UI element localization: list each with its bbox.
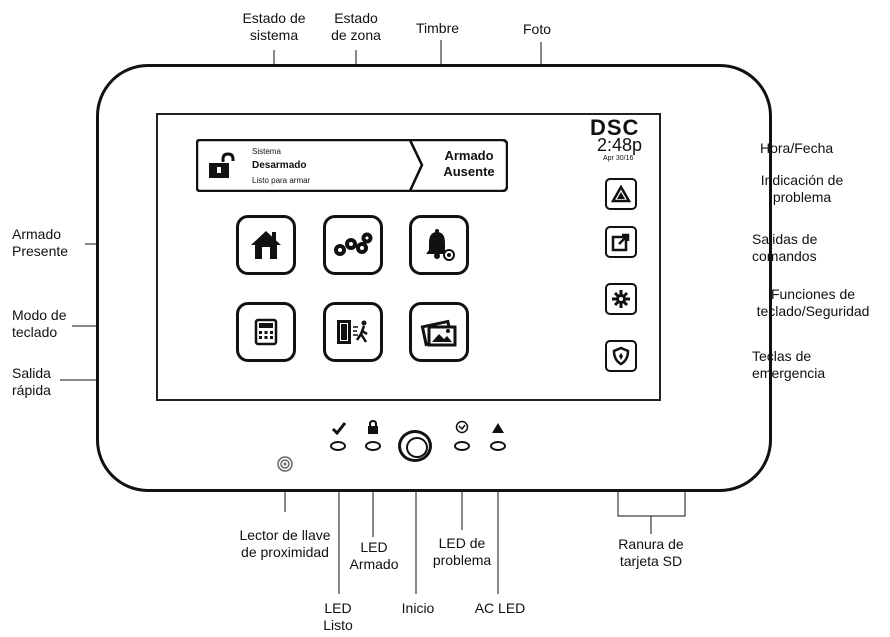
keypad-functions-button[interactable] [605, 283, 637, 315]
bell-icon [426, 229, 455, 261]
led-armed [365, 441, 381, 451]
system-status-bar[interactable]: Sistema Desarmado Listo para armar Armad… [196, 139, 508, 192]
dsc-logo: DSC [590, 115, 640, 140]
callout-ac-led: AC LED [474, 600, 526, 616]
callout-foto: Foto [523, 21, 552, 37]
zone-status-button[interactable] [323, 215, 383, 275]
callout-inicio: Inicio [401, 600, 435, 616]
home-icon [251, 231, 281, 259]
arm-stay-button[interactable] [236, 215, 296, 275]
callout-armado-presente: Armado Presente [12, 226, 69, 259]
callout-estado-zona: Estado de zona [331, 10, 381, 43]
callout-funciones-teclado: Funciones de teclado/Seguridad [756, 286, 870, 319]
callout-estado-sistema: Estado de sistema [242, 10, 306, 43]
status-subtext: Listo para armar [252, 176, 311, 185]
callout-ranura-sd: Ranura de tarjeta SD [618, 536, 684, 569]
command-outputs-button[interactable] [605, 226, 637, 258]
callout-hora-fecha: Hora/Fecha [760, 140, 834, 156]
callout-teclas-emergencia: Teclas de emergencia [752, 348, 826, 381]
keypad-icon [254, 318, 278, 346]
arm-away-line2: Ausente [443, 164, 495, 179]
callout-indicacion-problema: Indicación de problema [760, 172, 844, 205]
zones-icon [334, 232, 373, 256]
callout-timbre: Timbre [416, 20, 460, 36]
led-ac [490, 441, 506, 451]
callout-salidas-comandos: Salidas de comandos [752, 231, 818, 264]
arm-away-line1: Armado [444, 148, 494, 163]
callout-modo-teclado: Modo de teclado [12, 307, 67, 340]
arm-away-button[interactable]: Armado Ausente [432, 148, 506, 180]
clock-date: Apr 30/16 [603, 155, 634, 162]
callout-led-listo: LED Listo [323, 600, 353, 633]
status-bar-frame [196, 139, 508, 192]
callout-led-armado: LED Armado [349, 539, 399, 572]
output-icon [611, 233, 630, 252]
keypad-mode-button[interactable] [236, 302, 296, 362]
trouble-icon [611, 185, 631, 203]
quick-exit-button[interactable] [323, 302, 383, 362]
callout-lector-llave: Lector de llave de proximidad [239, 527, 331, 560]
check-icon [331, 421, 347, 440]
proximity-reader-icon [276, 455, 294, 478]
status-state: Desarmado [252, 160, 307, 171]
shield-icon [612, 346, 630, 366]
gear-icon [612, 290, 630, 308]
photo-button[interactable] [409, 302, 469, 362]
led-trouble [454, 441, 470, 451]
lock-icon [366, 419, 380, 440]
status-title: Sistema [252, 147, 281, 156]
clock-time: 2:48p [597, 135, 643, 155]
callout-led-problema: LED de problema [432, 535, 492, 568]
chime-button[interactable] [409, 215, 469, 275]
ac-icon [491, 421, 505, 439]
callout-salida-rapida: Salida rápida [12, 365, 51, 398]
photo-icon [420, 319, 457, 347]
led-ready [330, 441, 346, 451]
trouble-indication-button[interactable] [605, 178, 637, 210]
trouble-led-icon [455, 420, 469, 439]
emergency-keys-button[interactable] [605, 340, 637, 372]
quick-exit-icon [337, 320, 368, 344]
home-button[interactable] [398, 430, 432, 462]
